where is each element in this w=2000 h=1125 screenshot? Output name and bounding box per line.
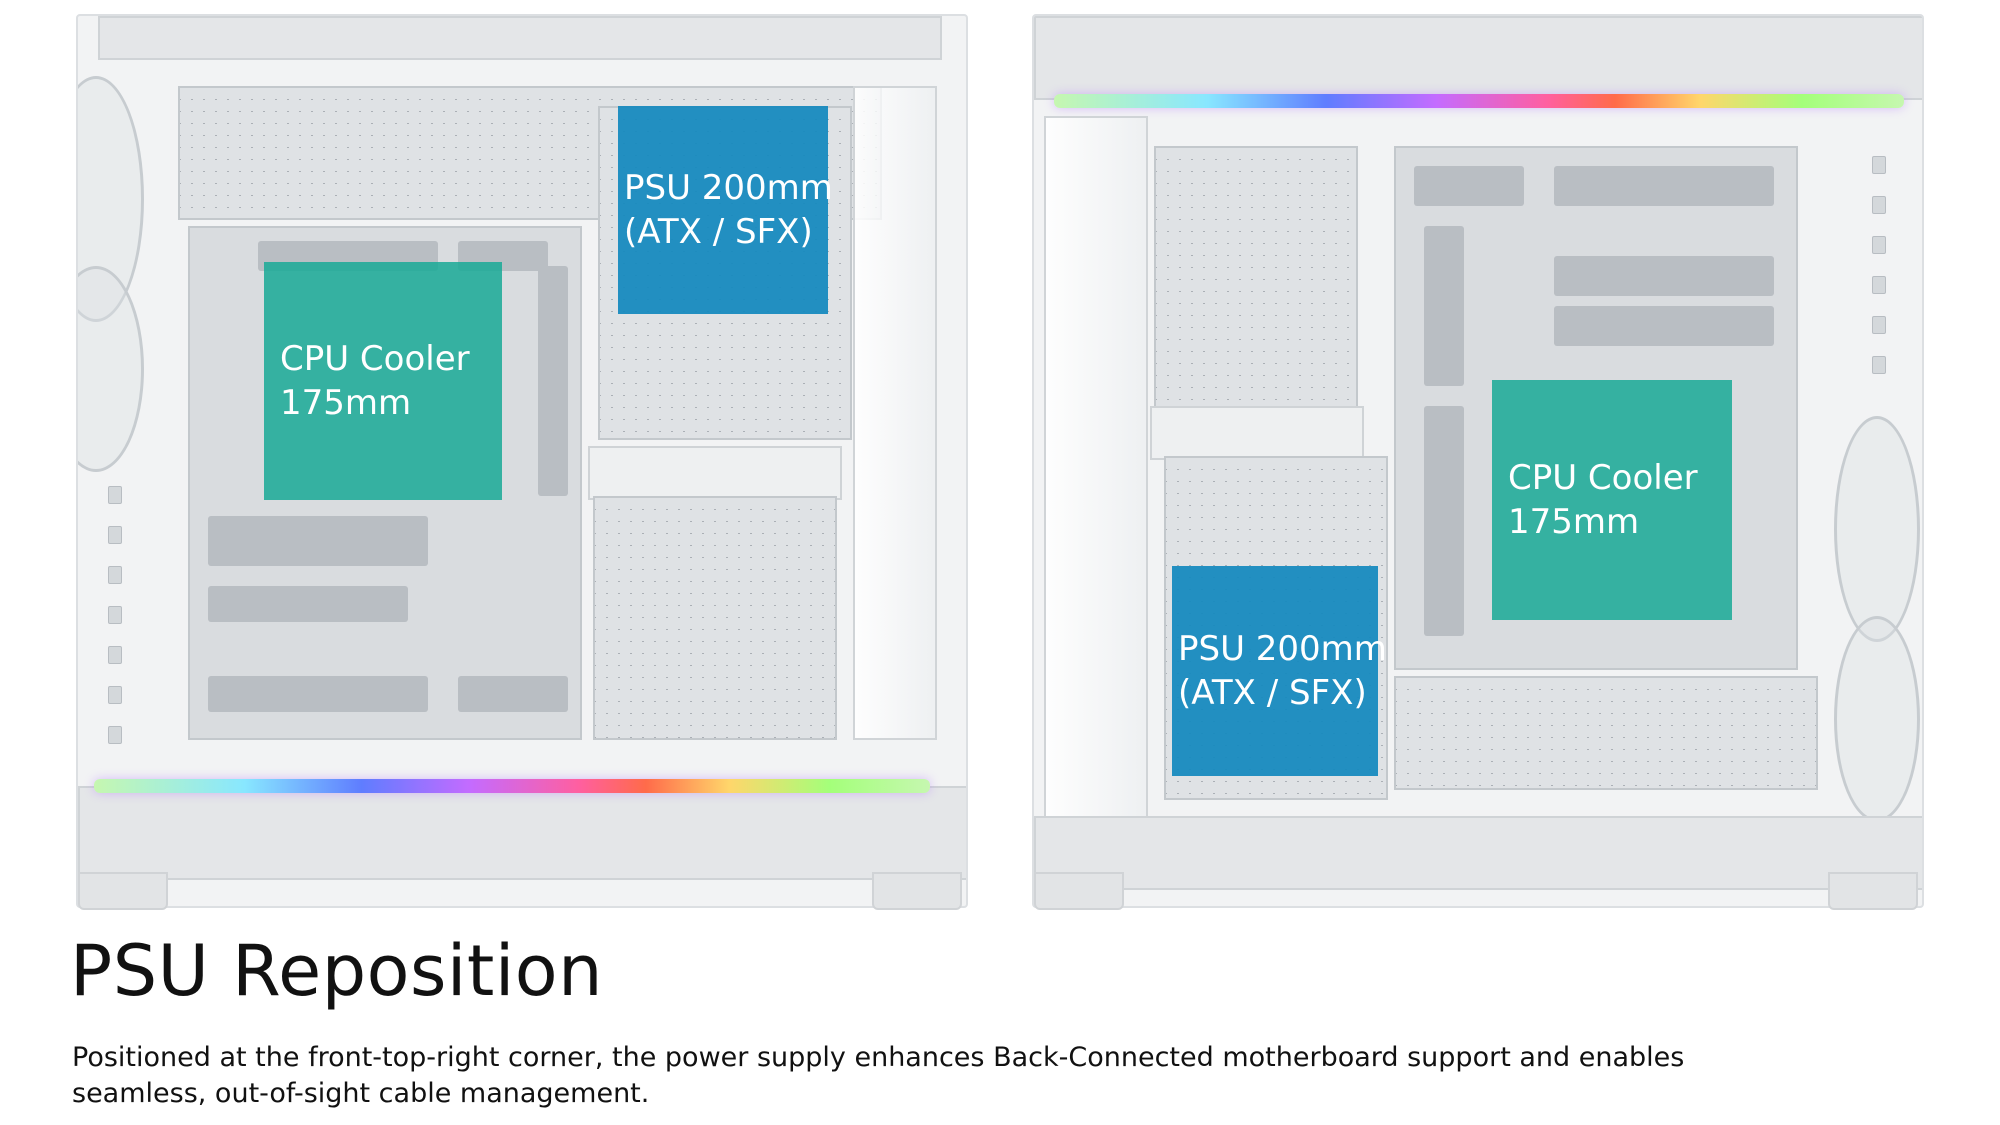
psu-chamber-mesh: [1154, 146, 1358, 410]
psu-size-label: PSU 200mm: [1178, 628, 1387, 669]
bottom-rear-mesh: [1394, 676, 1818, 790]
case-bottom-frame: [78, 786, 966, 880]
case-image-left: [76, 14, 968, 908]
psu-size-overlay: PSU 200mm (ATX / SFX): [618, 106, 833, 314]
bottom-mesh-panel: [593, 496, 837, 740]
cutout: [1424, 226, 1464, 386]
cutout: [208, 676, 428, 712]
pci-tab: [1872, 316, 1886, 334]
cutout: [1554, 306, 1774, 346]
cpu-cooler-label: CPU Cooler: [280, 338, 470, 379]
pci-tab: [108, 686, 122, 704]
side-fan-ring: [78, 266, 144, 472]
pci-tab: [1872, 196, 1886, 214]
cutout: [1414, 166, 1524, 206]
cpu-cooler-overlay: CPU Cooler 175mm: [1492, 380, 1732, 620]
cpu-cooler-overlay: CPU Cooler 175mm: [264, 262, 502, 500]
case-foot: [78, 872, 168, 910]
psu-size-label: PSU 200mm: [624, 167, 833, 208]
front-glass-edge: [1044, 116, 1148, 820]
psu-format-label: (ATX / SFX): [624, 212, 813, 252]
cutout: [1554, 166, 1774, 206]
case-foot: [1034, 872, 1124, 910]
case-top-frame: [98, 16, 942, 60]
psu-size-overlay: PSU 200mm (ATX / SFX): [1172, 566, 1387, 776]
cutout: [1554, 256, 1774, 296]
case-top-frame: [1034, 16, 1922, 100]
case-foot: [1828, 872, 1918, 910]
pci-tab: [108, 566, 122, 584]
pci-tab: [1872, 236, 1886, 254]
case-image-right: [1032, 14, 1924, 908]
cutout: [538, 266, 568, 496]
pci-tab: [108, 726, 122, 744]
front-glass-edge: [853, 86, 937, 740]
case-foot: [872, 872, 962, 910]
cpu-cooler-height-label: 175mm: [1508, 502, 1640, 542]
pci-tab: [108, 486, 122, 504]
shroud-panel: [588, 446, 842, 500]
side-fan-ring: [1834, 416, 1920, 642]
psu-format-label: (ATX / SFX): [1178, 673, 1367, 713]
cpu-cooler-height-label: 175mm: [280, 383, 412, 423]
pci-tab: [108, 646, 122, 664]
rgb-light-strip: [1054, 94, 1904, 108]
cutout: [208, 586, 408, 622]
shroud-panel: [1150, 406, 1364, 460]
page-title: PSU Reposition: [70, 930, 603, 1012]
pci-tab: [108, 526, 122, 544]
side-fan-ring: [1834, 616, 1920, 822]
cutout: [458, 676, 568, 712]
case-bottom-frame: [1034, 816, 1922, 890]
pci-tab: [1872, 156, 1886, 174]
pci-tab: [108, 606, 122, 624]
pci-tab: [1872, 356, 1886, 374]
cutout: [1424, 406, 1464, 636]
cutout: [208, 516, 428, 566]
rgb-light-strip: [94, 779, 930, 793]
page-description: Positioned at the front-top-right corner…: [72, 1042, 1685, 1109]
pci-tab: [1872, 276, 1886, 294]
cpu-cooler-label: CPU Cooler: [1508, 457, 1698, 498]
